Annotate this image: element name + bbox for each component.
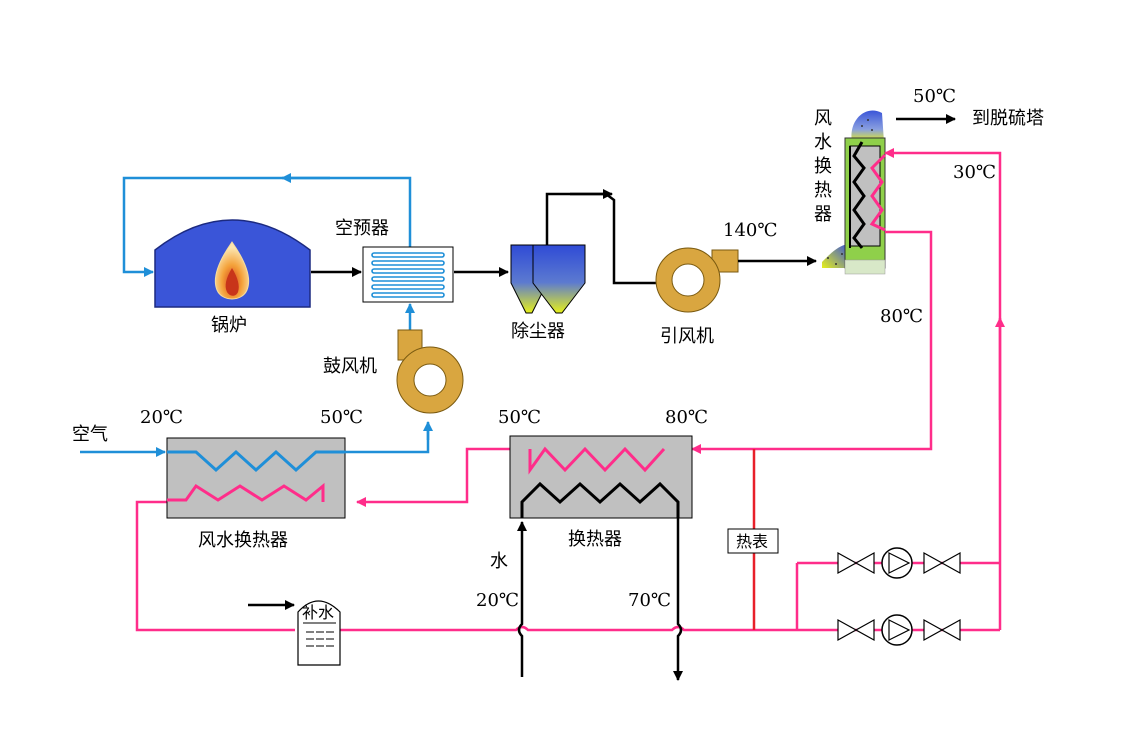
tower-hx-label-5: 器	[814, 204, 832, 225]
tower-hx-label-3: 换	[814, 156, 832, 177]
valve-icon	[837, 618, 875, 642]
induced-fan: 引风机	[655, 247, 739, 347]
air-recirculation-line	[122, 173, 412, 277]
pump-branch-lower	[837, 614, 961, 646]
boiler: 锅炉	[154, 219, 311, 336]
tower-heat-exchanger: 风 水 换 热 器	[814, 108, 887, 275]
temp-50-outlet: 50℃	[913, 86, 956, 107]
temp-140: 140℃	[723, 220, 778, 241]
temp-30: 30℃	[953, 162, 996, 183]
blower: 鼓风机	[323, 329, 464, 414]
temp-80-right: 80℃	[880, 306, 923, 327]
tower-hx-label-2: 水	[814, 132, 832, 153]
temp-20-water: 20℃	[476, 590, 519, 611]
tower-hx-label-1: 风	[814, 108, 832, 129]
pump-icon	[881, 614, 913, 646]
main-heat-exchanger: 换热器	[509, 435, 693, 550]
bottom-hx-label: 风水换热器	[198, 530, 288, 551]
air-label: 空气	[72, 424, 108, 445]
temp-70-water: 70℃	[628, 590, 671, 611]
temp-80-hx: 80℃	[665, 407, 708, 428]
valve-icon	[923, 618, 961, 642]
temp-50-hx: 50℃	[498, 407, 541, 428]
heat-meter: 热表	[727, 528, 779, 554]
temp-20-air: 20℃	[140, 407, 183, 428]
water-label: 水	[490, 551, 508, 572]
boiler-label: 锅炉	[211, 315, 247, 336]
bottom-air-water-heat-exchanger: 风水换热器	[166, 437, 346, 551]
dust-collector-label: 除尘器	[511, 321, 565, 342]
heat-meter-label: 热表	[736, 532, 768, 551]
valve-icon	[923, 551, 961, 575]
blower-label: 鼓风机	[323, 356, 377, 377]
water-lines	[517, 518, 683, 681]
pump-icon	[881, 547, 913, 579]
air-preheater-label: 空预器	[335, 218, 389, 239]
makeup-water-label: 补水	[302, 603, 334, 622]
to-desulfurization-label: 到脱硫塔	[972, 108, 1044, 129]
heat-exchanger-label: 换热器	[568, 529, 622, 550]
tower-hx-label-4: 热	[814, 180, 832, 201]
induced-fan-label: 引风机	[660, 326, 714, 347]
makeup-water-tank: 补水	[297, 600, 341, 666]
air-supply-line	[80, 303, 433, 457]
air-preheater: 空预器	[335, 218, 454, 303]
pump-branch-upper	[837, 547, 961, 579]
temp-50-air: 50℃	[320, 407, 363, 428]
dust-collector: 除尘器	[510, 244, 586, 342]
valve-icon	[837, 551, 875, 575]
flame-icon	[214, 241, 250, 300]
